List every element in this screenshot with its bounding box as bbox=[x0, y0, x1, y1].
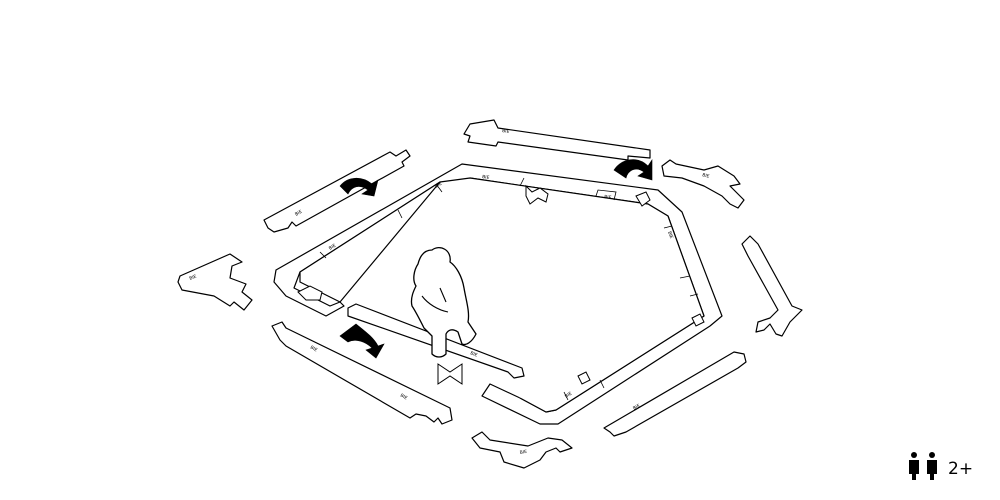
piece-right-arrow-rail bbox=[742, 236, 802, 336]
part-label: BIE bbox=[604, 194, 612, 201]
curved-arrow-icon bbox=[340, 324, 384, 358]
part-label: BIE bbox=[502, 128, 510, 135]
curved-arrow-icon bbox=[614, 160, 652, 180]
piece-right-corner bbox=[662, 160, 744, 208]
people-count-badge: 2+ bbox=[909, 452, 973, 480]
two-people-icon bbox=[909, 452, 937, 480]
people-count-label: 2+ bbox=[948, 459, 973, 479]
cross-connector bbox=[438, 364, 462, 384]
assembled-frame: BIE BIE BIE BIE BIE BIE bbox=[274, 164, 722, 424]
piece-top-rail bbox=[464, 120, 650, 160]
part-label: BIE bbox=[482, 174, 490, 181]
piece-left-corner bbox=[178, 254, 252, 310]
